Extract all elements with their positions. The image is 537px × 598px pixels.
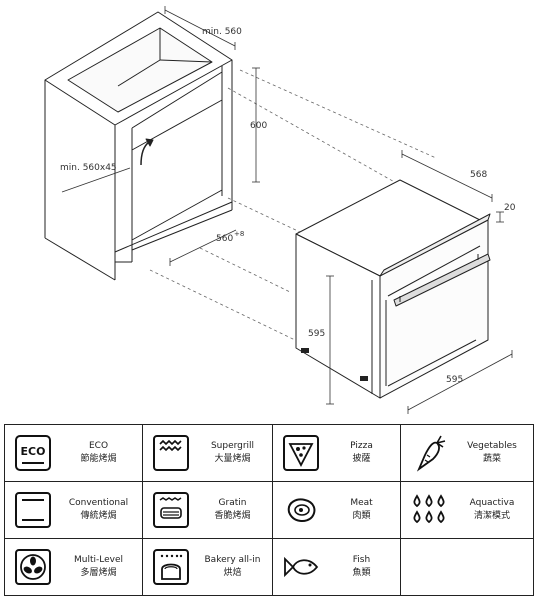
function-cell-vegetables: Vegetables 蔬菜 [400,424,534,482]
aquactiva-icon [407,488,451,532]
dim-cabinet-depth: 560 [216,234,233,244]
installation-diagram: min. 560 600 min. 560x45 560 +8 568 20 5… [0,0,516,420]
cabinet-dimension-lines [62,6,260,266]
function-name-zh: 肉類 [352,511,371,521]
function-name: Fish [352,555,371,565]
table-row: ECO ECO 節能烤焗 Supergrill 大量烤焗 Pizza 披薩 Veget… [4,424,534,482]
eco-icon: ECO [11,431,55,475]
pizza-icon [279,431,323,475]
function-name: Aquactiva [469,498,515,508]
gratin-icon [149,488,193,532]
function-name: Gratin [218,498,247,508]
table-row: Conventional 傳統烤焗 Gratin 香脆烤焗 Meat 肉類 Aquac… [4,481,534,539]
function-cell-meat: Meat 肉類 [272,481,401,539]
function-cell-aquactiva: Aquactiva 清潔模式 [400,481,534,539]
function-name: Meat [350,498,373,508]
function-name-zh: 多層烤焗 [80,568,117,578]
oven [296,180,490,398]
table-row: Multi-Level 多層烤焗 Bakery all-in 烘焙 Fish 魚類 [4,538,534,596]
function-cell-pizza: Pizza 披薩 [272,424,401,482]
function-name-zh: 魚類 [352,568,371,578]
dim-oven-depth: 568 [470,170,487,180]
function-name-zh: 清潔模式 [473,511,510,521]
bakery-icon [149,545,193,589]
function-name: Conventional [68,498,129,508]
multi-level-icon [11,545,55,589]
function-cell-multi-level: Multi-Level 多層烤焗 [4,538,143,596]
function-cell-supergrill: Supergrill 大量烤焗 [142,424,273,482]
svg-text:ECO: ECO [21,445,46,458]
dim-oven-height: 595 [308,329,325,339]
function-name-zh: 節能烤焗 [80,454,117,464]
function-cell-eco: ECO ECO 節能烤焗 [4,424,143,482]
function-name-zh: 大量烤焗 [214,454,251,464]
dim-cabinet-height: 600 [250,121,267,131]
dim-oven-front: 20 [504,203,516,213]
function-name-zh: 蔬菜 [482,454,501,464]
function-name-zh: 烘焙 [223,568,242,578]
dim-oven-width: 595 [446,375,463,385]
function-cell-fish: Fish 魚類 [272,538,401,596]
function-name: Pizza [350,441,373,451]
function-name: Vegetables [467,441,517,451]
fish-icon [279,545,323,589]
conventional-icon [11,488,55,532]
function-cell-conventional: Conventional 傳統烤焗 [4,481,143,539]
oven-functions-table: ECO ECO 節能烤焗 Supergrill 大量烤焗 Pizza 披薩 Veget… [4,424,534,596]
function-name: Bakery all-in [204,555,261,565]
dim-cabinet-depth-tolerance: +8 [234,230,244,238]
dim-cabinet-width: min. 560 [202,27,242,37]
dim-vent-opening: min. 560x45 [60,163,117,173]
function-cell-gratin: Gratin 香脆烤焗 [142,481,273,539]
cabinet [45,12,232,280]
function-name: ECO [88,441,109,451]
vegetables-icon [407,431,451,475]
function-name-zh: 披薩 [352,454,371,464]
function-name: Multi-Level [73,555,123,565]
function-name: Supergrill [210,441,255,451]
function-name-zh: 香脆烤焗 [214,511,251,521]
oven-dimension-lines [326,150,512,414]
function-cell-bakery: Bakery all-in 烘焙 [142,538,273,596]
meat-icon [279,488,323,532]
supergrill-icon [149,431,193,475]
function-name-zh: 傳統烤焗 [80,511,117,521]
empty-cell [400,538,534,596]
